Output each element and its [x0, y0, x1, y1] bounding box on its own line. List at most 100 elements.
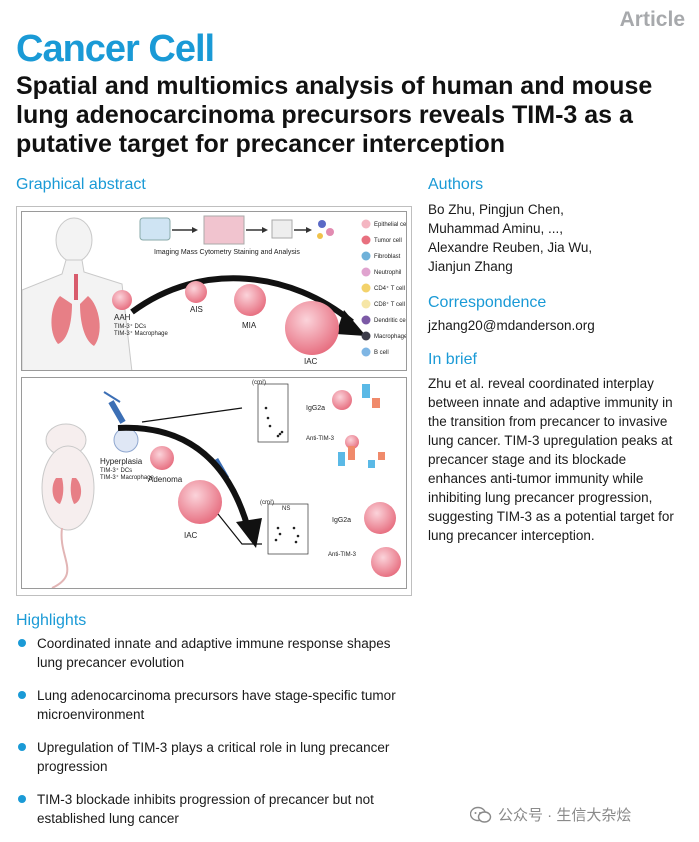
stage-label-ais: AIS	[190, 305, 203, 314]
highlight-line: Lung adenocarcinoma precursors have stag…	[37, 688, 396, 703]
legend-label: Macrophage	[374, 334, 407, 340]
graphical-abstract-figure: Imaging Mass Cytometry Staining and Anal…	[16, 206, 412, 596]
authors-line: Alexandre Reuben, Jia Wu,	[428, 240, 593, 255]
pointer-line-top	[141, 407, 243, 423]
legend-swatch	[361, 235, 371, 245]
human-panel-illustration: Imaging Mass Cytometry Staining and Anal…	[22, 215, 407, 370]
legend-swatch	[361, 251, 371, 261]
imc-workflow-icons	[139, 215, 334, 245]
ns-label: NS	[282, 506, 290, 512]
graphical-abstract-heading: Graphical abstract	[16, 176, 146, 193]
top-igg2a-label: IgG2a	[306, 405, 325, 412]
highlight-line: microenvironment	[37, 707, 145, 722]
wechat-icon	[470, 806, 492, 823]
highlight-item: TIM-3 blockade inhibits progression of p…	[16, 790, 416, 828]
top-anti-tim3-label: Anti-TIM-3	[306, 436, 335, 442]
highlight-line: lung precancer evolution	[37, 655, 185, 670]
legend-label: CD8⁺ T cell	[374, 301, 405, 308]
mouse-panel: Hyperplasia TIM-3⁺ DCs TIM-3⁺ Macrophage…	[21, 377, 407, 589]
highlight-item: Upregulation of TIM-3 plays a critical r…	[16, 738, 416, 776]
bottom-anti-tim3-tumor	[371, 547, 401, 577]
legend-swatch	[361, 283, 371, 293]
mouse-illustration	[41, 423, 95, 588]
human-panel: Imaging Mass Cytometry Staining and Anal…	[21, 211, 407, 371]
boxplots	[338, 384, 385, 468]
hyperplasia-label: Hyperplasia	[100, 457, 143, 466]
legend-label: Fibroblast	[374, 254, 401, 260]
journal-name: Cancer Cell	[16, 28, 215, 70]
highlights-list: Coordinated innate and adaptive immune r…	[16, 634, 416, 842]
mouse-panel-illustration: Hyperplasia TIM-3⁺ DCs TIM-3⁺ Macrophage…	[41, 380, 401, 588]
bullet-icon	[18, 639, 26, 647]
aah-sublabel-dcs: TIM-3⁺ DCs	[114, 323, 146, 330]
stage-label-aah: AAH	[114, 313, 131, 322]
legend-swatch	[361, 219, 371, 229]
highlight-item: Lung adenocarcinoma precursors have stag…	[16, 686, 416, 724]
authors-line: Bo Zhu, Pingjun Chen,	[428, 202, 564, 217]
correspondence-email[interactable]: jzhang20@mdanderson.org	[428, 318, 595, 333]
adenoma-label: Adenoma	[148, 475, 183, 484]
in-brief-line: inhibiting lung precancer progression,	[428, 490, 653, 505]
bottom-igg2a-label: IgG2a	[332, 517, 351, 524]
aah-lesion-cells	[112, 290, 132, 310]
progression-arrowhead	[336, 310, 366, 336]
article-title: Spatial and multiomics analysis of human…	[16, 72, 653, 158]
bottom-igg2a-tumor	[364, 502, 396, 534]
in-brief-line: the transition from precancer to invasiv…	[428, 414, 668, 429]
pointer-line-bottom	[217, 513, 262, 545]
in-brief-line: lung precancer interception.	[428, 528, 595, 543]
bullet-icon	[18, 795, 26, 803]
imc-label: Imaging Mass Cytometry Staining and Anal…	[154, 249, 300, 256]
legend-label: Tumor cell	[374, 238, 402, 244]
in-brief-text: Zhu et al. reveal coordinated interplay …	[428, 374, 692, 545]
iac-label: IAC	[184, 531, 198, 540]
progression-arrow	[130, 275, 354, 325]
human-body-illustration	[22, 217, 133, 370]
adenoma-cells	[150, 446, 174, 470]
legend-swatch	[361, 315, 371, 325]
in-brief-line: enhances anti-tumor immunity while	[428, 471, 644, 486]
legend-label: Dendritic cell	[374, 318, 407, 324]
igg2a-tumor-cells	[332, 390, 352, 410]
authors-line: Jianjun Zhang	[428, 259, 513, 274]
hyperplasia-zoom	[113, 427, 139, 453]
wechat-watermark: 公众号 · 生信大杂烩	[470, 804, 631, 825]
highlight-line: progression	[37, 759, 108, 774]
mia-lesion-cells	[234, 284, 266, 316]
legend-label: Neutrophil	[374, 270, 401, 276]
highlight-line: Upregulation of TIM-3 plays a critical r…	[37, 740, 390, 755]
legend-label: Epithelial cell	[374, 222, 407, 228]
legend-swatch	[361, 267, 371, 277]
in-brief-line: Zhu et al. reveal coordinated interplay	[428, 376, 654, 391]
authors-heading: Authors	[428, 176, 484, 193]
in-brief-line: suggesting TIM-3 as a potential target f…	[428, 509, 674, 524]
bullet-icon	[18, 743, 26, 751]
article-type-tag: Article	[619, 8, 685, 31]
bottom-plot-unit: (cm²)	[260, 500, 274, 506]
authors-line: Muhammad Aminu, ...,	[428, 221, 564, 236]
watermark-text: 公众号 · 生信大杂烩	[498, 807, 632, 824]
top-dot-plot: (cm²)	[252, 380, 289, 443]
syringe-icon	[103, 391, 126, 424]
legend-swatch	[361, 331, 371, 341]
top-plot-unit: (cm²)	[252, 380, 266, 386]
iac-cells	[178, 480, 222, 524]
legend-swatch	[361, 299, 371, 309]
ais-lesion-cells	[185, 281, 207, 303]
aah-sublabel-macrophage: TIM-3⁺ Macrophage	[114, 330, 169, 337]
legend-label: B cell	[374, 350, 389, 356]
stage-label-iac: IAC	[304, 357, 318, 366]
correspondence-heading: Correspondence	[428, 294, 547, 311]
in-brief-line: precancer stage and its blockade	[428, 452, 627, 467]
highlight-line: established lung cancer	[37, 811, 179, 826]
iac-lesion-cells	[285, 301, 339, 355]
highlight-line: Coordinated innate and adaptive immune r…	[37, 636, 391, 651]
anti-tim3-tumor-cells	[345, 435, 359, 449]
authors-list: Bo Zhu, Pingjun Chen, Muhammad Aminu, ..…	[428, 200, 592, 276]
highlight-line: TIM-3 blockade inhibits progression of p…	[37, 792, 374, 807]
hyperplasia-sublabel-dcs: TIM-3⁺ DCs	[100, 467, 132, 474]
stage-label-mia: MIA	[242, 321, 257, 330]
highlight-item: Coordinated innate and adaptive immune r…	[16, 634, 416, 672]
bullet-icon	[18, 691, 26, 699]
